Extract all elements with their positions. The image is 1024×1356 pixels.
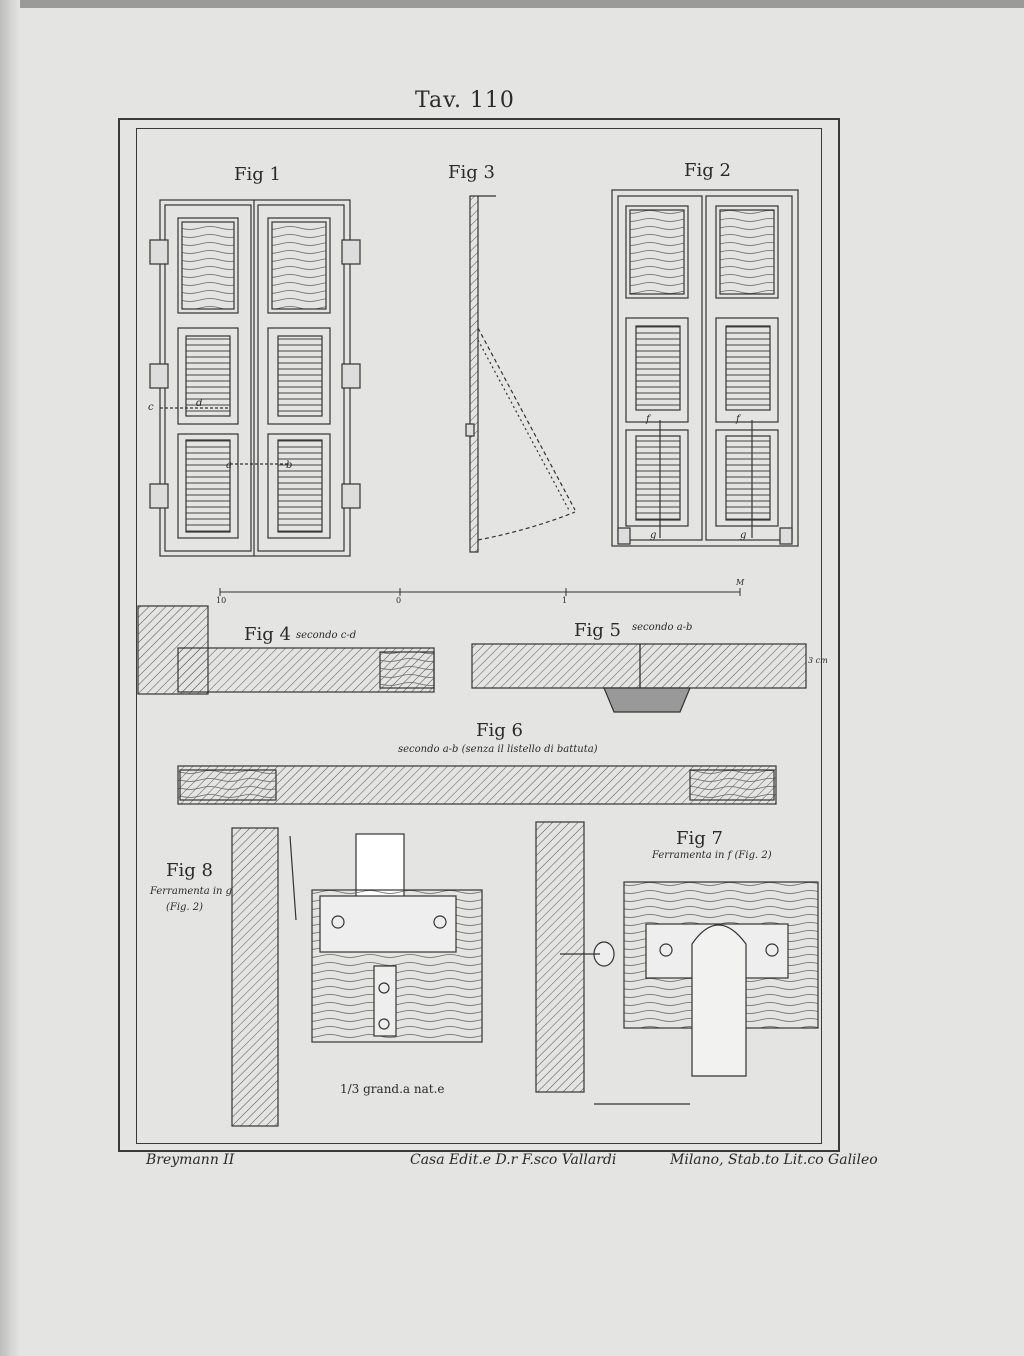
marker-a: a [226,460,232,471]
marker-f-left: f [646,414,650,425]
plate-inner-frame [136,128,822,1144]
fig8-caption-line1: Ferramenta in g [150,886,233,897]
fig3-section [465,195,576,553]
footer-publisher: Casa Edit.e D.r F.sco Vallardi [410,1152,617,1168]
dimension-note: 3 cm [808,656,828,665]
footer-printer: Milano, Stab.to Lit.co Galileo [670,1152,878,1168]
fig1-label: Fig 1 [234,164,281,185]
fig6-section [177,765,777,805]
fig7-label: Fig 7 [676,828,723,849]
fig8-hardware [231,827,483,1127]
fig6-label: Fig 6 [476,720,523,741]
fig1-shutters [149,199,361,557]
fig3-label: Fig 3 [448,162,495,183]
fig5-caption: secondo a-b [632,622,693,633]
page-top-edge [0,0,1024,8]
fig6-caption: secondo a-b (senza il listello di battut… [398,744,598,755]
scale-bar [219,588,741,596]
fig5-section [471,643,807,713]
fig8-caption-line2: (Fig. 2) [166,902,204,913]
marker-d: d [196,398,203,409]
fig5-label: Fig 5 [574,620,621,641]
marker-b: b [286,460,293,471]
marker-f-right: f [736,414,740,425]
fig2-shutters [611,189,799,547]
fig8-label: Fig 8 [166,860,213,881]
book-binding-edge [0,0,20,1356]
scale-tick-10: 10 [216,596,227,605]
marker-c: c [148,402,154,413]
scale-unit: M [736,578,745,587]
fig4-caption: secondo c-d [296,630,357,641]
marker-g-right: g [740,530,747,541]
scale-note: 1/3 grand.a nat.e [340,1082,445,1096]
fig2-label: Fig 2 [684,160,731,181]
fig7-hardware [535,821,819,1105]
fig7-caption: Ferramenta in f (Fig. 2) [652,850,772,861]
plate-outer-frame [118,118,840,1152]
fig4-section [137,605,435,695]
scale-tick-1: 1 [562,596,568,605]
scale-tick-0: 0 [396,596,402,605]
marker-g-left: g [650,530,657,541]
footer-author: Breymann II [146,1152,235,1168]
plate-title: Tav. 110 [415,88,515,113]
fig4-label: Fig 4 [244,624,291,645]
